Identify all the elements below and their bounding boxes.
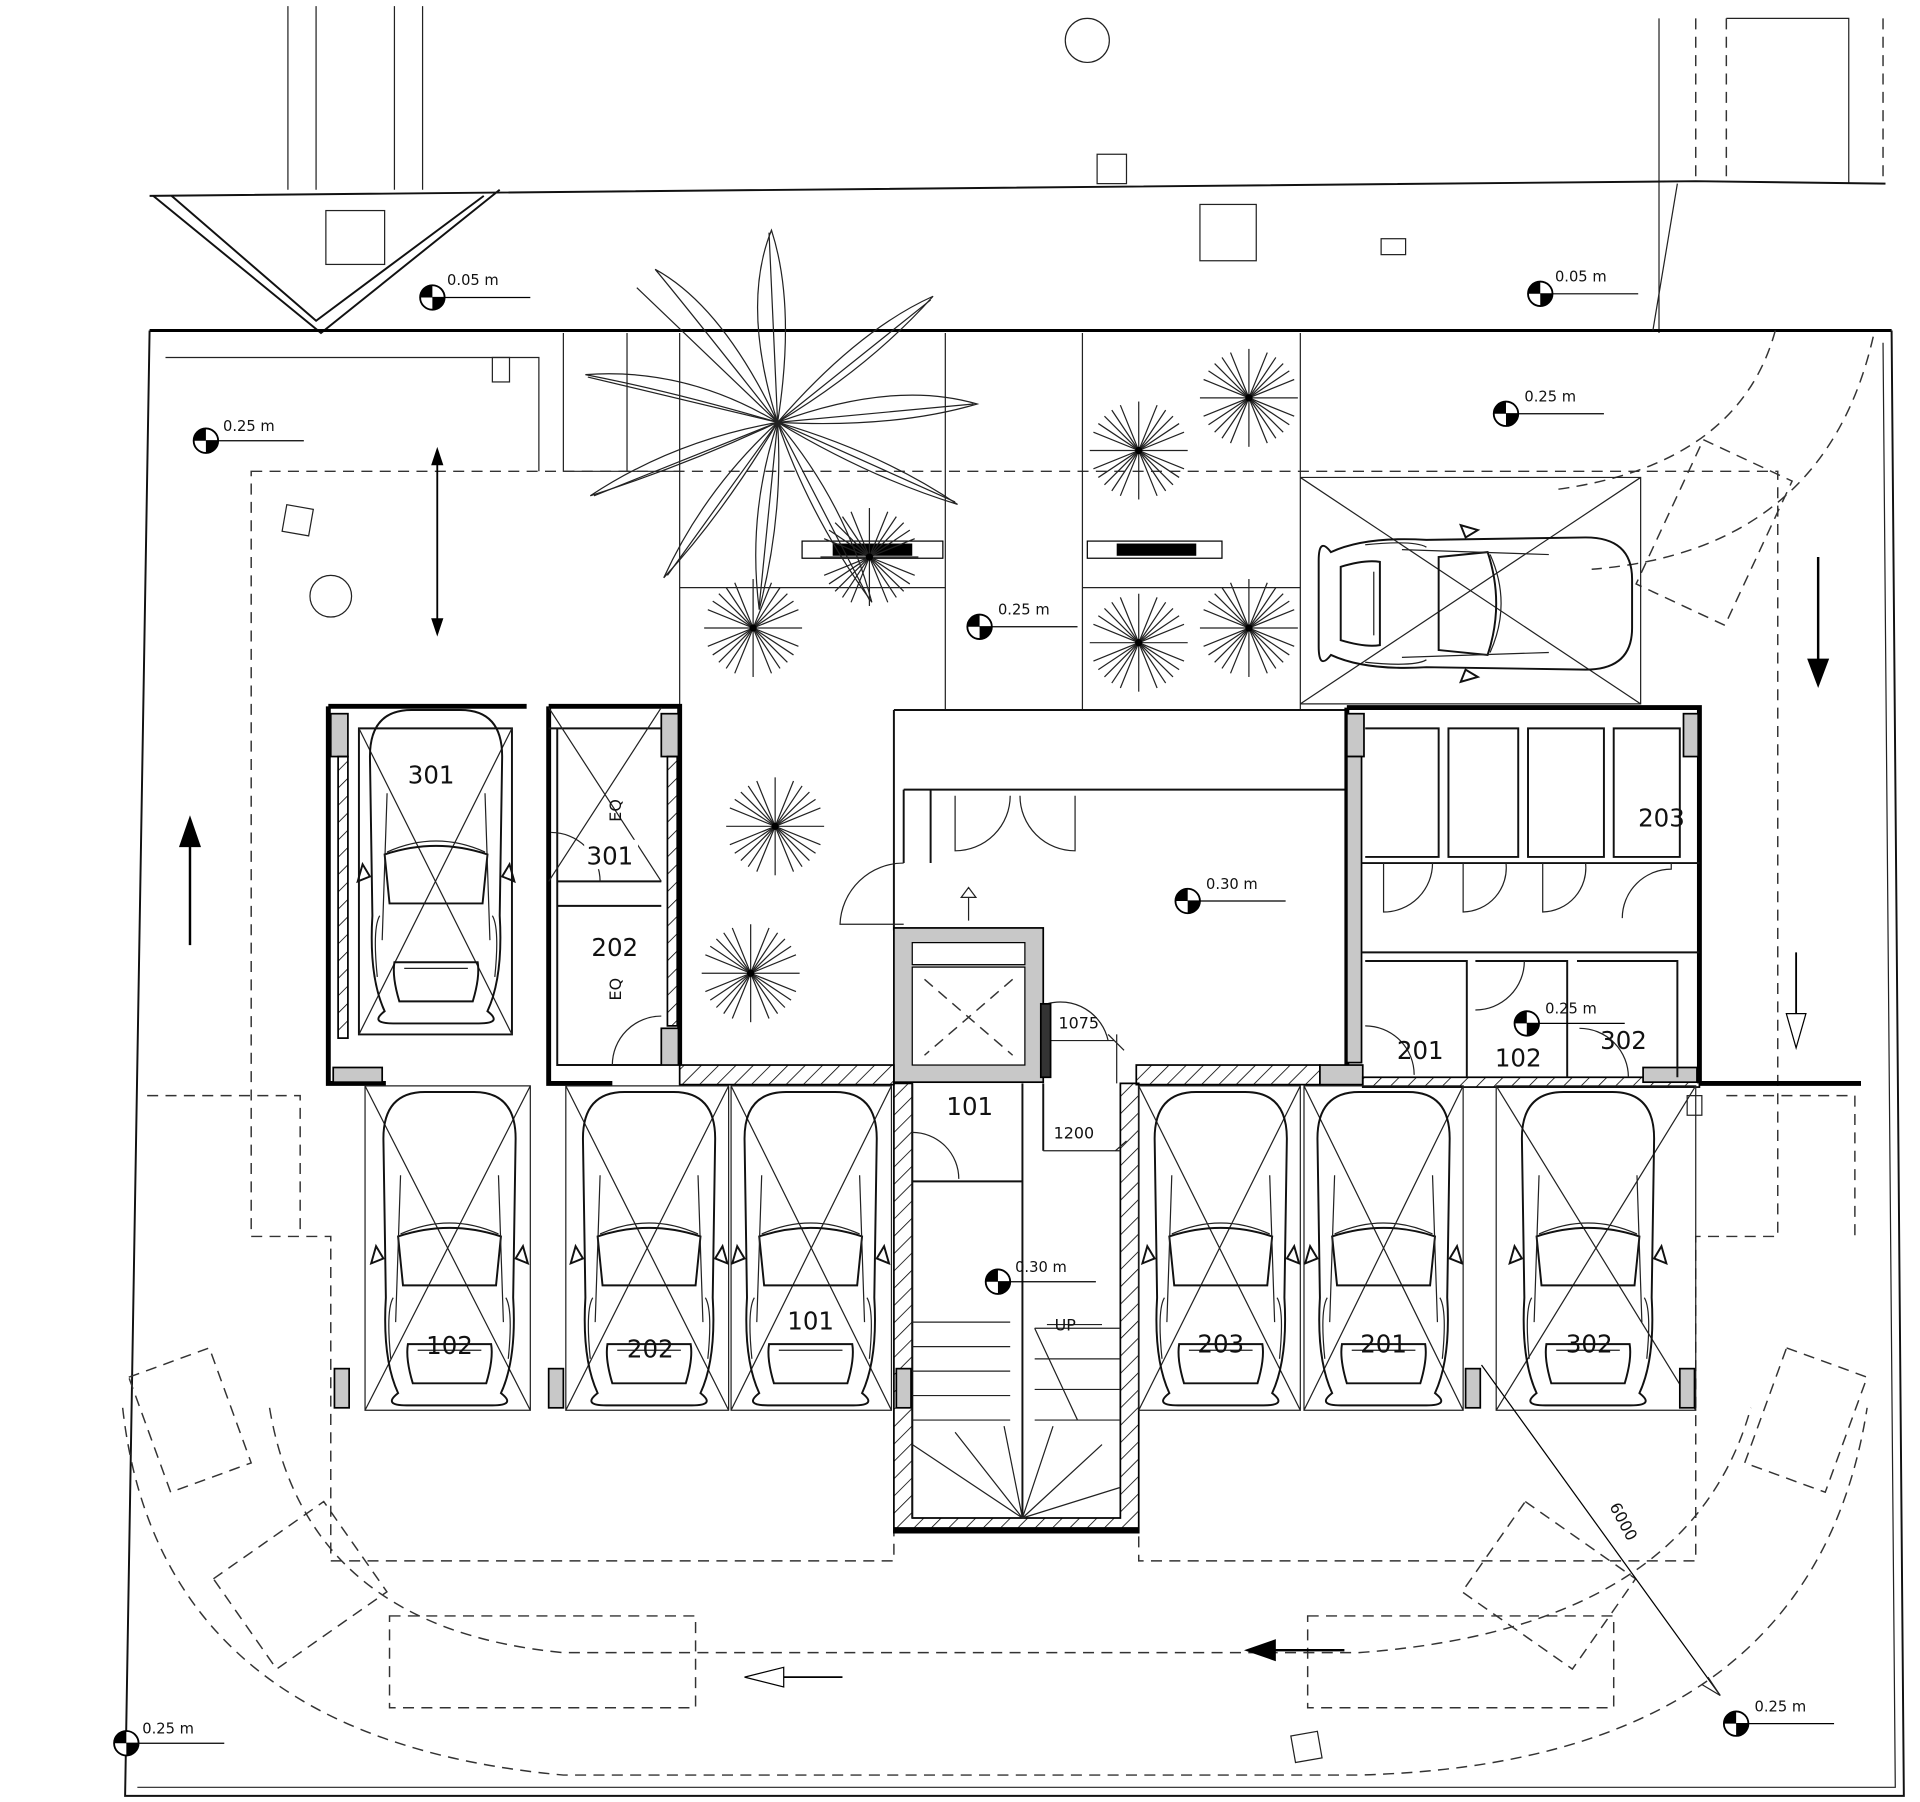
dimension-label: 1075 — [1059, 1013, 1099, 1032]
svg-text:0.25 m: 0.25 m — [1545, 1001, 1597, 1018]
room-label: 201 — [1397, 1036, 1444, 1065]
eq-label: EQ — [606, 978, 625, 1001]
parking-labels: 102 202 101 203 201 302 — [426, 1306, 1612, 1363]
elevation-marker: 0.30 m — [984, 1259, 1097, 1295]
elevation-marker: 0.25 m — [1492, 389, 1605, 427]
elevation-marker: 0.25 m — [1513, 1001, 1626, 1037]
svg-text:0.05 m: 0.05 m — [447, 272, 499, 289]
tree-icon — [701, 923, 801, 1023]
traffic-arrows — [178, 446, 1830, 1697]
elevation-marker: 0.05 m — [1527, 269, 1640, 307]
dimension-label: 1200 — [1054, 1123, 1094, 1142]
upper-floor-outline — [121, 330, 1874, 1776]
room-label: 301 — [408, 760, 455, 789]
parking-label: 203 — [1197, 1330, 1244, 1359]
arrow-left-icon — [1244, 1639, 1345, 1662]
parking-bays — [333, 476, 1697, 1411]
tree-icon — [1199, 578, 1299, 678]
elevation-marker: 0.30 m — [1174, 876, 1287, 915]
svg-text:0.30 m: 0.30 m — [1206, 876, 1258, 893]
room-label: 102 — [1495, 1043, 1542, 1072]
arrow-down-outline-icon — [1785, 952, 1807, 1051]
svg-text:0.30 m: 0.30 m — [1015, 1259, 1067, 1276]
building-walls — [325, 703, 1861, 1534]
parking-label: 101 — [787, 1306, 834, 1335]
parking-label: 102 — [426, 1331, 473, 1360]
tree-icon — [819, 507, 919, 607]
palm-tree-icon — [585, 228, 980, 610]
room-label: 203 — [1638, 803, 1685, 832]
svg-text:0.25 m: 0.25 m — [1754, 1698, 1806, 1715]
garden-court — [585, 228, 1642, 1066]
room-label: 301 — [587, 841, 634, 870]
tree-icon — [1089, 400, 1189, 501]
elevation-marker: 0.05 m — [419, 272, 532, 311]
tree-icon — [1089, 593, 1189, 693]
double-arrow-icon — [431, 446, 444, 637]
arrow-up-icon — [178, 815, 202, 946]
parking-label: 302 — [1566, 1330, 1613, 1359]
room-labels: 301 301 202 203 201 102 302 101 EQ EQ — [404, 756, 1685, 1121]
room-label: 101 — [946, 1092, 993, 1121]
parking-label: 202 — [627, 1335, 674, 1364]
elevation-marker: 0.25 m — [966, 602, 1079, 640]
elevation-markers: 0.05 m 0.05 m 0.25 m 0.25 m 0.25 m 0.30 … — [113, 269, 1835, 1757]
elevation-marker: 0.25 m — [113, 1720, 226, 1757]
elevation-marker: 0.25 m — [192, 418, 305, 454]
svg-text:0.25 m: 0.25 m — [998, 602, 1050, 619]
room-label: 202 — [591, 933, 638, 962]
tree-icon — [703, 578, 803, 678]
elevation-marker: 0.25 m — [1722, 1698, 1835, 1737]
svg-text:0.25 m: 0.25 m — [223, 418, 275, 435]
svg-text:0.05 m: 0.05 m — [1555, 269, 1607, 286]
parking-label: 201 — [1360, 1330, 1407, 1359]
arrow-down-icon — [1807, 557, 1830, 688]
arrow-left-outline-icon — [744, 1666, 843, 1688]
dimension-line-6000 — [1481, 1364, 1721, 1697]
svg-text:0.25 m: 0.25 m — [1524, 389, 1576, 406]
room-label: 302 — [1600, 1026, 1647, 1055]
car-icon — [1317, 524, 1634, 683]
tree-icon — [1199, 348, 1299, 448]
svg-text:0.25 m: 0.25 m — [142, 1720, 194, 1737]
eq-label: EQ — [606, 799, 625, 822]
dimension-label: 6000 — [1606, 1499, 1642, 1544]
stair-up-label: UP — [1055, 1316, 1077, 1335]
tree-icon — [725, 776, 825, 876]
